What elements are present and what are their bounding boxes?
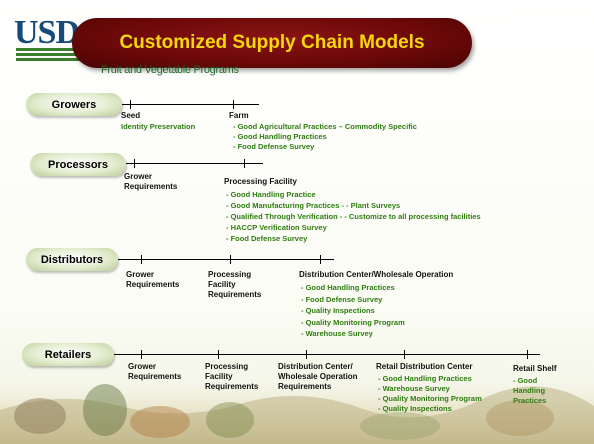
retailers-tick-dc <box>306 350 307 359</box>
title-banner: Customized Supply Chain Models <box>72 18 472 68</box>
growers-seed-note: Identity Preservation <box>121 122 196 131</box>
retailers-dc-req: Distribution Center/ Wholesale Operation… <box>278 362 358 391</box>
growers-line <box>122 104 259 105</box>
list-item: Good Handling Practices <box>378 374 482 384</box>
list-item: Food Defense Survey <box>301 294 405 306</box>
list-item: Quality Monitoring Program <box>378 394 482 404</box>
retailers-rdc-list: Good Handling Practices Warehouse Survey… <box>378 374 482 414</box>
processors-pill: Processors <box>30 153 126 176</box>
list-item: Warehouse Survey <box>301 328 405 340</box>
distributors-tick-processing <box>230 255 231 264</box>
distributors-tick-dc <box>320 255 321 264</box>
processors-facility-label: Processing Facility <box>224 177 297 186</box>
distributors-pill: Distributors <box>26 248 118 271</box>
processors-line <box>126 163 263 164</box>
growers-farm-list: Good Agricultural Practices – Commodity … <box>233 122 417 152</box>
growers-pill: Growers <box>26 93 122 116</box>
processors-tick-grower <box>134 159 135 168</box>
usda-logo-stripes <box>16 48 94 64</box>
distributors-grower-req: Grower Requirements <box>126 270 180 289</box>
distributors-processing-req: Processing Facility Requirements <box>208 270 262 299</box>
retailers-tick-shelf <box>527 350 528 359</box>
list-item: Good Manufacturing Practices - - Plant S… <box>226 200 481 211</box>
growers-farm-label: Farm <box>229 111 249 120</box>
distributors-tick-grower <box>141 255 142 264</box>
list-item: Food Defense Survey <box>226 233 481 244</box>
slide-title: Customized Supply Chain Models <box>119 32 425 53</box>
list-item: Good Handling Practices <box>513 376 561 406</box>
retailers-pill: Retailers <box>22 343 114 366</box>
distributors-dc-label: Distribution Center/Wholesale Operation <box>299 270 454 279</box>
processors-facility-list: Good Handling Practice Good Manufacturin… <box>226 189 481 244</box>
list-item: Good Agricultural Practices – Commodity … <box>233 122 417 132</box>
retailers-grower-req: Grower Requirements <box>128 362 182 381</box>
program-subtitle: Fruit and Vegetable Programs <box>101 64 239 76</box>
retailers-shelf-label: Retail Shelf <box>513 364 557 373</box>
list-item: Good Handling Practices <box>301 282 405 294</box>
growers-tick-farm <box>233 100 234 109</box>
retailers-rdc-label: Retail Distribution Center <box>376 362 473 371</box>
list-item: HACCP Verification Survey <box>226 222 481 233</box>
list-item: Qualified Through Verification - - Custo… <box>226 211 481 222</box>
list-item: Quality Monitoring Program <box>301 317 405 329</box>
growers-tick-seed <box>130 100 131 109</box>
retailers-tick-rdc <box>404 350 405 359</box>
list-item: Good Handling Practice <box>226 189 481 200</box>
growers-seed-label: Seed <box>121 111 141 120</box>
farm-market-scene <box>0 370 594 444</box>
retailers-line <box>114 354 540 355</box>
retailers-processing-req: Processing Facility Requirements <box>205 362 259 391</box>
distributors-dc-list: Good Handling Practices Food Defense Sur… <box>301 282 405 340</box>
list-item: Quality Inspections <box>378 404 482 414</box>
retailers-shelf-list: Good Handling Practices <box>513 376 561 406</box>
processors-grower-req: Grower Requirements <box>124 172 178 191</box>
retailers-tick-processing <box>218 350 219 359</box>
distributors-line <box>118 259 334 260</box>
list-item: Warehouse Survey <box>378 384 482 394</box>
processors-tick-facility <box>244 159 245 168</box>
list-item: Food Defense Survey <box>233 142 417 152</box>
retailers-tick-grower <box>141 350 142 359</box>
list-item: Quality Inspections <box>301 305 405 317</box>
list-item: Good Handling Practices <box>233 132 417 142</box>
